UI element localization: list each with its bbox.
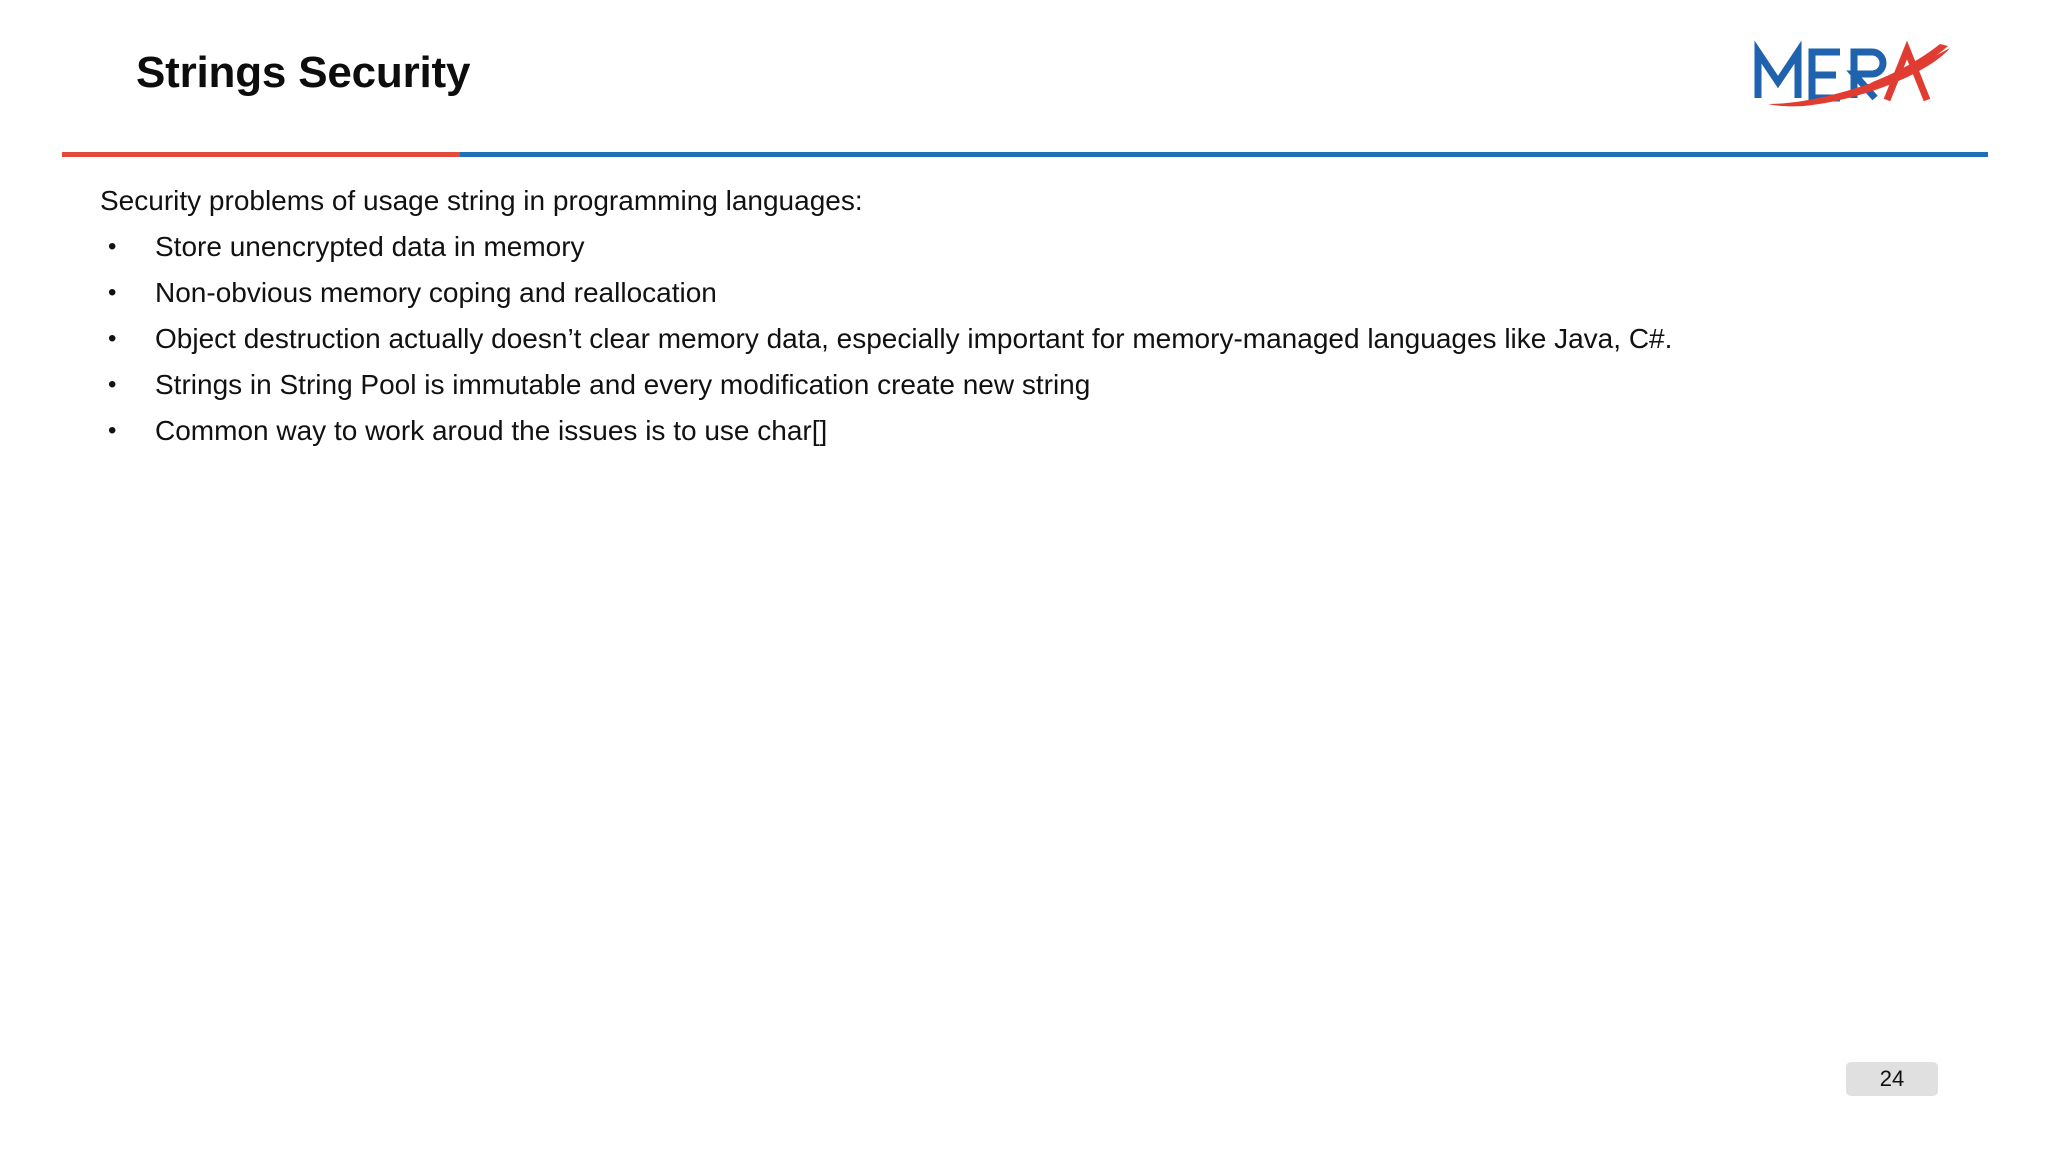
- list-item: • Store unencrypted data in memory: [100, 224, 1785, 270]
- list-item-label: Store unencrypted data in memory: [155, 231, 585, 262]
- list-item-label: Object destruction actually doesn’t clea…: [155, 323, 1673, 354]
- list-item: • Object destruction actually doesn’t cl…: [100, 316, 1785, 362]
- bullet-point-icon: •: [108, 279, 117, 306]
- page-number-badge: 24: [1846, 1062, 1938, 1096]
- list-item-label: Non-obvious memory coping and reallocati…: [155, 277, 717, 308]
- page-number-label: 24: [1879, 1066, 1905, 1091]
- bullet-point-icon: •: [108, 371, 117, 398]
- divider-red-segment: [62, 152, 460, 157]
- list-item: • Non-obvious memory coping and realloca…: [100, 270, 1785, 316]
- bullet-point-icon: •: [108, 325, 117, 352]
- slide-body: Security problems of usage string in pro…: [100, 178, 1940, 454]
- bullet-list: • Store unencrypted data in memory • Non…: [100, 224, 1940, 454]
- bullet-point-icon: •: [108, 417, 117, 444]
- list-item: • Strings in String Pool is immutable an…: [100, 362, 1785, 408]
- list-item-label: Common way to work aroud the issues is t…: [155, 415, 828, 446]
- intro-text: Security problems of usage string in pro…: [100, 185, 863, 216]
- mera-logo: [1744, 26, 1976, 112]
- bullet-point-icon: •: [108, 233, 117, 260]
- divider-blue-segment: [460, 152, 1988, 157]
- header-divider: [62, 152, 1988, 157]
- page-title: Strings Security: [136, 48, 471, 97]
- list-item: • Common way to work aroud the issues is…: [100, 408, 1785, 454]
- list-item-label: Strings in String Pool is immutable and …: [155, 369, 1091, 400]
